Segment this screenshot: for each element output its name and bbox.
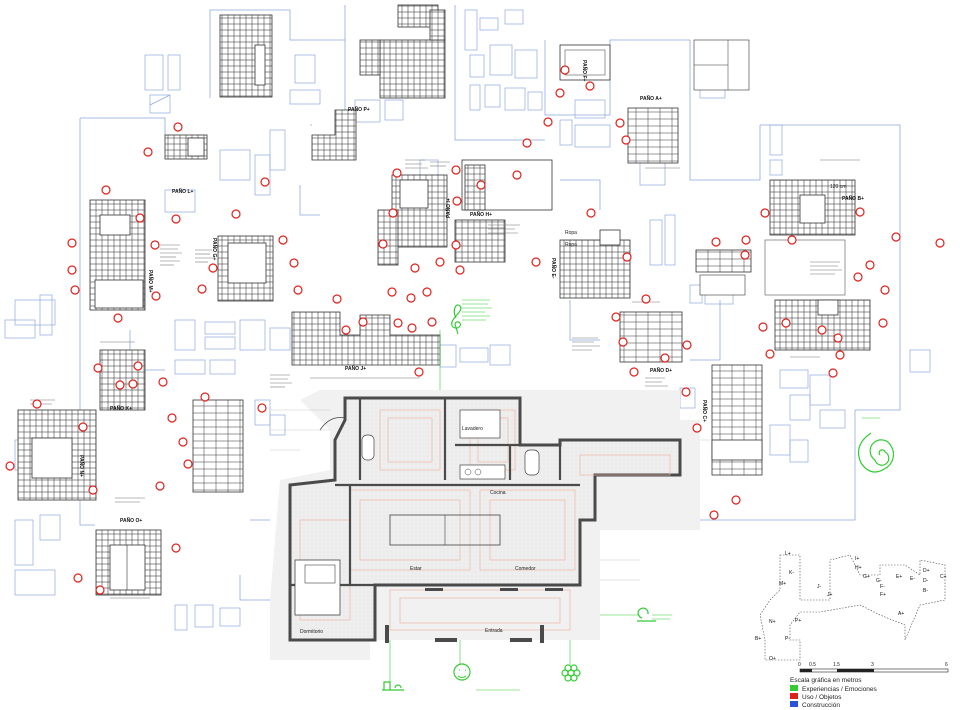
key-code: D- <box>923 578 929 584</box>
key-code: F- <box>880 584 885 590</box>
key-code: J- <box>817 584 822 590</box>
scale-bar: 0 0.5 1.5 3 6 Escala gráfica en metros <box>790 662 949 684</box>
key-code: B- <box>923 588 928 594</box>
estar-label: Estar <box>410 566 422 572</box>
key-code: M+ <box>779 581 786 587</box>
face-icon <box>453 663 471 681</box>
legend-label: Experiencias / Emociones <box>802 686 878 693</box>
key-code: P+ <box>795 618 801 624</box>
legend-swatch <box>790 701 798 707</box>
key-code: H+ <box>855 565 862 571</box>
panel-title: PAÑO M+ <box>147 270 154 293</box>
panel-title: PAÑO G+ <box>211 238 218 260</box>
panel-title: PAÑO P+ <box>348 106 370 113</box>
key-plan: L+ K- M+ J- J+ I+ H+ G+ G- F- F+ E+ E- D… <box>755 551 947 662</box>
snail-icon <box>637 607 656 622</box>
object-red-circle-icon <box>5 65 945 595</box>
lavadero-label: Lavadero <box>462 426 483 432</box>
key-code: P- <box>785 636 790 642</box>
legend-label: Construcción <box>802 702 840 709</box>
scale-caption: Escala gráfica en metros <box>790 677 862 684</box>
panel-title: PAÑO A+ <box>640 95 662 102</box>
key-code: G- <box>876 578 882 584</box>
key-code: D+ <box>923 568 930 574</box>
toy-icon <box>382 681 404 691</box>
key-code: I+ <box>855 556 859 562</box>
key-code: K- <box>789 570 794 576</box>
key-code: E- <box>910 576 915 582</box>
key-code: A+ <box>898 611 904 617</box>
scale-tick: 6 <box>945 662 948 668</box>
key-code: J+ <box>827 592 833 598</box>
cocina-label: Cocina <box>490 490 506 496</box>
key-code: C+ <box>940 574 947 580</box>
legend-swatch <box>790 685 798 691</box>
floor-plan: Lavadero Estar Dormitorio Comedor Entrad… <box>270 330 710 685</box>
panel-titles: PAÑO L+ PAÑO M+ PAÑO K+ PAÑO N+ PAÑO J+ … <box>78 60 864 524</box>
treble-clef-icon <box>451 304 462 335</box>
key-code: E+ <box>896 574 902 580</box>
panel-title: PAÑO B+ <box>842 195 864 202</box>
key-code: O+ <box>769 656 776 662</box>
experiences-icons <box>382 299 895 691</box>
panel-title: PAÑO E- <box>550 258 557 279</box>
key-code: L+ <box>785 551 791 557</box>
panel-title: PAÑO I+ <box>445 198 452 218</box>
dimension-label: 120 cm <box>830 184 846 190</box>
hexagon-pattern-icon <box>561 664 581 682</box>
spiral-icon <box>858 432 895 473</box>
panel-title: PAÑO H+ <box>470 211 492 218</box>
panel-title: PAÑO C+ <box>701 400 708 422</box>
key-code: G+ <box>863 574 870 580</box>
scale-tick: 1.5 <box>833 662 840 668</box>
panel-title: PAÑO J+ <box>345 365 366 372</box>
entrada-label: Entrada <box>485 628 503 634</box>
ropa-label: Ropa <box>565 230 577 236</box>
panel-title: PAÑO F+ <box>581 60 588 82</box>
key-code: F+ <box>880 592 886 598</box>
ropa-label: Ropa <box>565 242 577 248</box>
comedor-label: Comedor <box>515 566 536 572</box>
panel-title: PAÑO D+ <box>650 367 672 374</box>
legend: Experiencias / Emociones Uso / Objetos C… <box>790 685 878 709</box>
legend-swatch <box>790 693 798 699</box>
scale-tick: 0 <box>798 662 801 668</box>
legend-label: Uso / Objetos <box>802 694 842 701</box>
panel-title: PAÑO N+ <box>78 455 85 477</box>
tile-panels <box>17 4 871 596</box>
key-code: N+ <box>769 619 776 625</box>
panel-title: PAÑO K+ <box>110 405 132 412</box>
panel-title: PAÑO L+ <box>172 188 194 195</box>
key-code: B+ <box>755 636 761 642</box>
annotation-blocks <box>30 159 860 599</box>
scale-tick: 0.5 <box>809 662 816 668</box>
panel-title: PAÑO O+ <box>120 517 142 524</box>
dormitorio-label: Dormitorio <box>300 629 323 635</box>
scale-tick: 3 <box>871 662 874 668</box>
